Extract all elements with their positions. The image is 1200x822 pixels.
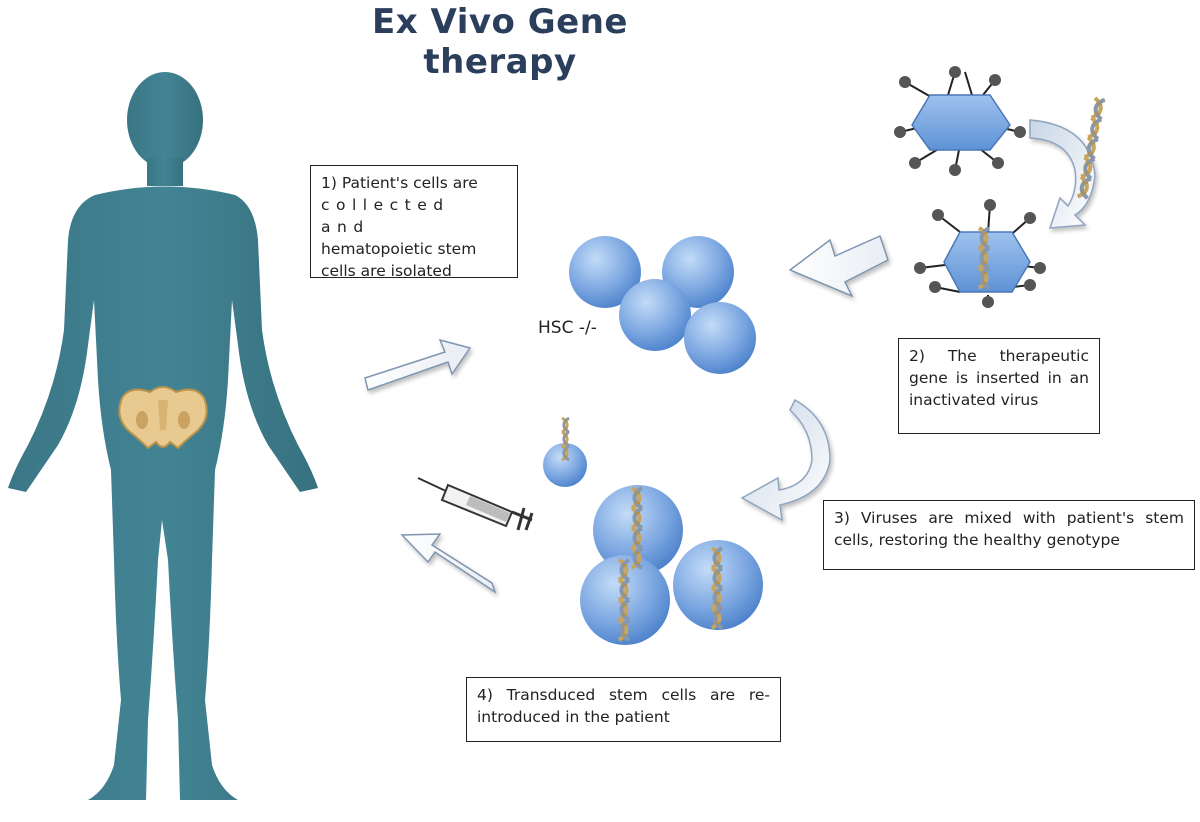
small-cell-icon [543,416,587,487]
step-1-line: 1) Patient's cells are [321,174,478,192]
virus-with-gene-icon [914,199,1046,308]
syringe-icon [417,477,534,531]
step-2-box: 2) The therapeutic gene is inserted in a… [898,338,1100,434]
arrow-curve-insert [1029,119,1096,229]
arrow-to-patient [400,533,497,594]
arrow-to-cells [364,338,472,391]
step-1-box: 1) Patient's cells are collected and hem… [310,165,518,280]
step-3-box: 3) Viruses are mixed with patient's stem… [823,500,1195,570]
step-1-line: collected and [321,196,450,236]
hsc-label: HSC -/- [538,318,597,338]
pelvis-bone-icon [118,386,208,450]
hsc-cell-cluster [569,236,756,374]
step-1-line: hematopoietic stem [321,240,477,258]
step-4-box: 4) Transduced stem cells are re-introduc… [466,677,781,742]
arrow-virus-to-cells [788,234,889,298]
virus-empty-icon [894,66,1026,176]
transduced-cell-cluster [580,485,763,645]
patient-silhouette [8,72,318,800]
arrow-curve-mix [740,398,831,522]
step-1-line: cells are isolated [321,262,452,280]
diagram-title: Ex Vivo Gene therapy [372,2,628,82]
